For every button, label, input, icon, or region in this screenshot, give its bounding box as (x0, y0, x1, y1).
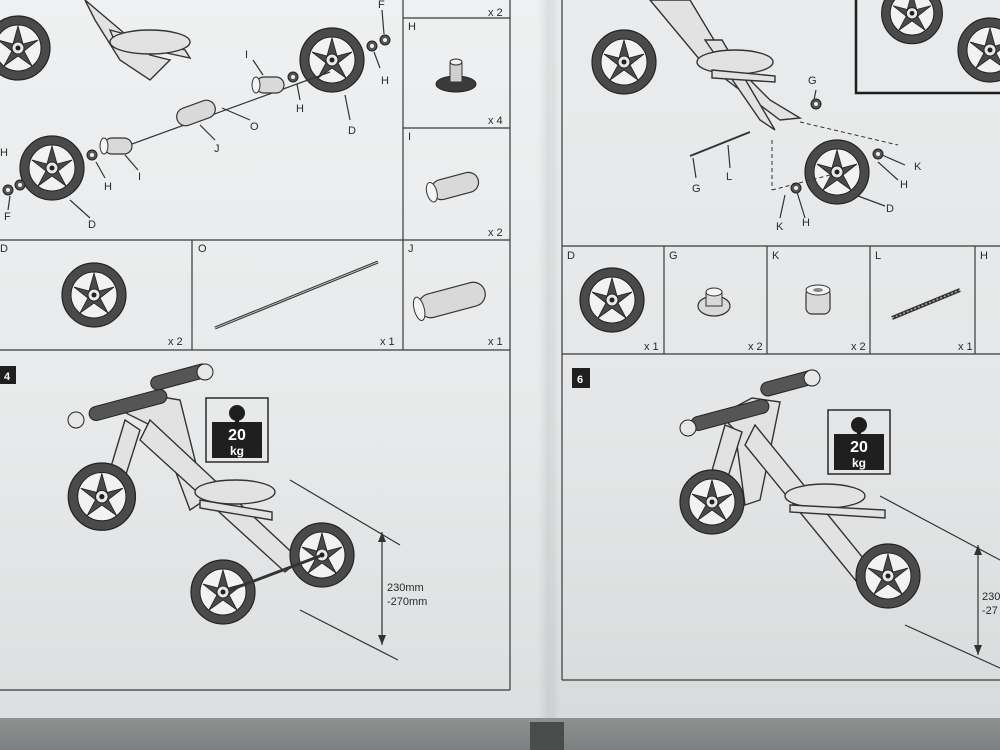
part-qty: x 2 (168, 336, 183, 348)
parts-row-right: D x 1 G x 2 K x 2 L x 1 H (567, 250, 988, 353)
part-letter: H (980, 250, 988, 262)
weight-unit: kg (230, 444, 244, 458)
weight-value: 20 (228, 427, 246, 444)
part-j-tube-illustration (412, 281, 486, 321)
part-letter: I (408, 131, 411, 143)
max-weight-badge: 20 kg (827, 409, 891, 475)
height-range-line1: 230 (982, 591, 1000, 603)
callout-letter: G (808, 75, 817, 87)
part-qty: x 2 (488, 7, 503, 19)
callout-letter: H (104, 181, 112, 193)
part-qty: x 2 (748, 341, 763, 353)
top-right-callouts: G L G K H K H D (692, 75, 922, 233)
callout-letter: H (900, 179, 908, 191)
step-number: 4 (4, 371, 11, 383)
right-frame-lines (561, 0, 1000, 681)
bike-illustration-tricycle (67, 363, 355, 625)
callout-letter: F (4, 211, 11, 223)
callout-letter: D (886, 203, 894, 215)
part-k-bushing-illustration (805, 284, 831, 315)
left-frame-lines (0, 0, 511, 691)
callout-letter: D (348, 125, 356, 137)
bike-illustration-balance-bike (679, 369, 921, 609)
callout-letter: I (138, 171, 141, 183)
step-number: 6 (577, 374, 583, 386)
callout-letter: H (0, 147, 8, 159)
part-letter: D (0, 243, 8, 255)
part-qty: x 1 (380, 336, 395, 348)
callout-letter: J (214, 143, 220, 155)
max-weight-badge: 20 kg (205, 397, 269, 463)
part-h-bushing-illustration (435, 58, 477, 93)
part-letter: L (875, 250, 881, 262)
height-range-line2: -27 (982, 605, 998, 617)
top-right-callout-lines (692, 89, 906, 219)
step-4-panel: 4 20 kg 230mm - (0, 363, 427, 661)
part-letter: J (408, 243, 414, 255)
callout-letter: L (726, 171, 732, 183)
paper-fold-shadow (538, 0, 560, 722)
exploded-view-rear-axle (0, 0, 391, 201)
part-letter: O (198, 243, 207, 255)
callout-letter: K (914, 161, 922, 173)
weight-value: 20 (850, 439, 868, 456)
callout-letter: H (802, 217, 810, 229)
exploded-view-front (591, 0, 1000, 205)
seat-height-dimension: 230 -27 (879, 495, 1000, 669)
callout-letter: K (776, 221, 784, 233)
callout-letter: H (381, 75, 389, 87)
part-qty: x 2 (851, 341, 866, 353)
top-left-callout-lines (7, 9, 385, 219)
callout-letter: O (250, 121, 259, 133)
part-letter: D (567, 250, 575, 262)
part-letter: K (772, 250, 780, 262)
seat-height-dimension: 230mm -270mm (289, 479, 427, 661)
step-6-panel: 6 20 kg 230 -27 (572, 368, 1000, 669)
part-qty: x 1 (488, 336, 503, 348)
callout-letter: I (245, 49, 248, 61)
height-range-line2: -270mm (387, 596, 427, 608)
part-qty: x 1 (644, 341, 659, 353)
callout-letter: F (378, 0, 385, 11)
part-qty: x 1 (958, 341, 973, 353)
instruction-sheet-right (552, 0, 1000, 722)
parts-column-left-upper: x 2 H x 4 I x 2 (408, 7, 503, 239)
callout-letter: D (88, 219, 96, 231)
part-g-cap-illustration (697, 287, 731, 317)
part-qty: x 4 (488, 115, 503, 127)
top-left-callouts: F H I H D O J H I H F D (0, 0, 389, 231)
parts-row-left-lower: D x 2 O x 1 J x 1 (0, 243, 503, 348)
part-qty: x 2 (488, 227, 503, 239)
part-letter: H (408, 21, 416, 33)
part-letter: G (669, 250, 678, 262)
floor-surface (0, 718, 1000, 750)
weight-unit: kg (852, 456, 866, 470)
part-i-spacer-illustration (425, 171, 480, 203)
height-range-line1: 230mm (387, 582, 424, 594)
callout-letter: H (296, 103, 304, 115)
callout-letter: G (692, 183, 701, 195)
floor-tile-gap (530, 722, 564, 750)
